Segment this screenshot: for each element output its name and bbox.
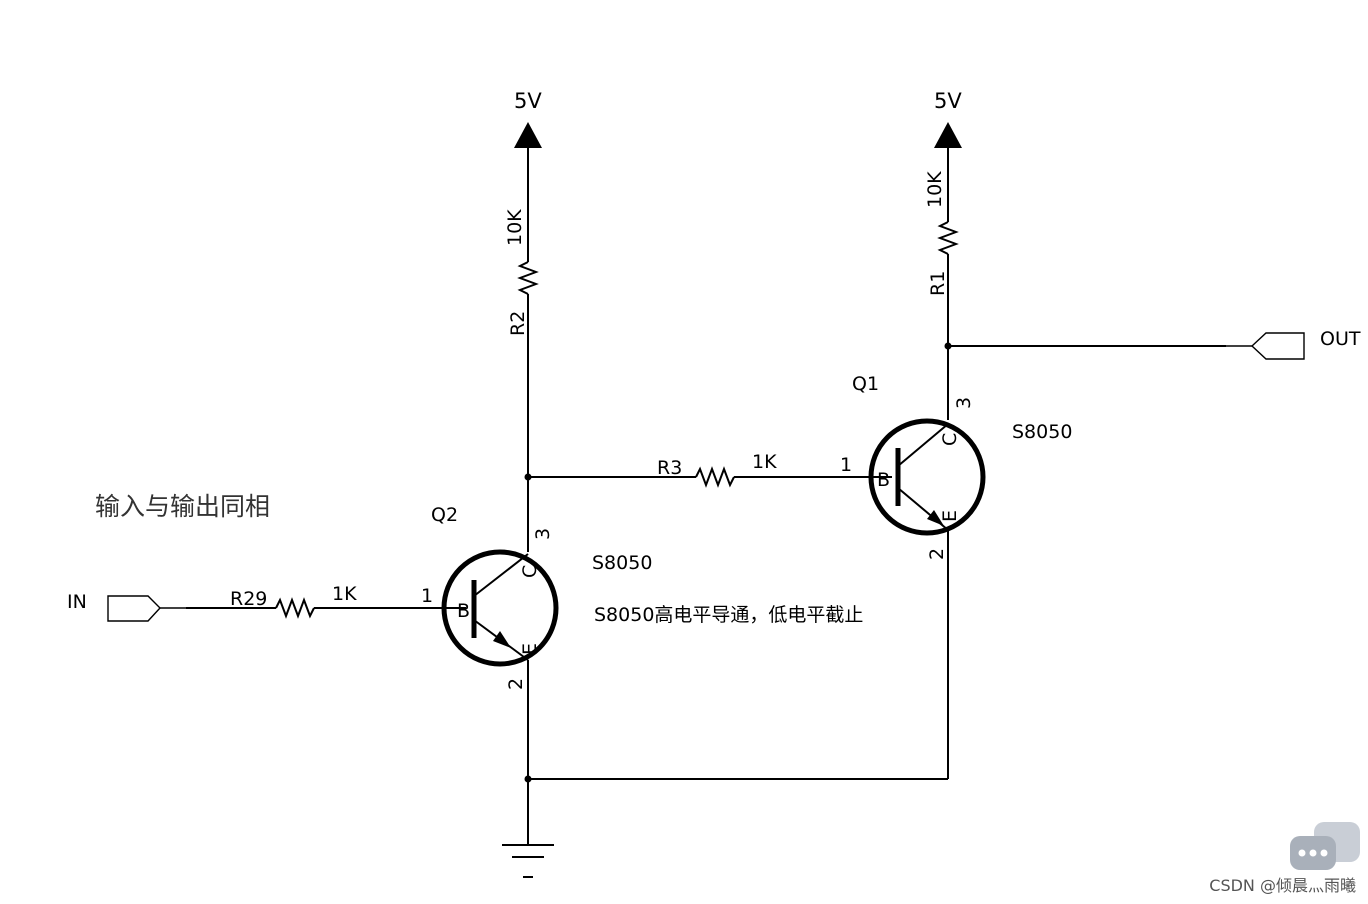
r29-ref: R29 <box>230 588 267 610</box>
resistor-r3 <box>695 466 735 488</box>
q1-e-letter: E <box>939 510 961 522</box>
q1-pin-b: 1 <box>840 454 852 476</box>
port-out-label: OUT <box>1320 328 1361 350</box>
q2-e-letter: E <box>519 643 541 655</box>
power-label-right: 5V <box>934 89 962 113</box>
resistor-r2 <box>517 261 539 295</box>
q1-collector-lead <box>897 423 949 467</box>
junction-gnd <box>524 775 532 783</box>
q1-pin-e: 2 <box>926 548 948 560</box>
resistor-r1 <box>937 221 959 255</box>
r1-ref: R1 <box>927 271 949 296</box>
power-label-left: 5V <box>514 89 542 113</box>
title-note: 输入与输出同相 <box>95 492 270 521</box>
chat-bubble-icon <box>1290 822 1360 870</box>
r2-ref: R2 <box>507 311 529 336</box>
q2-collector-lead <box>473 553 529 597</box>
q1-c-letter: C <box>939 433 961 446</box>
q2-b-letter: B <box>457 600 470 622</box>
r1-value: 10K <box>924 171 946 208</box>
q2-note: S8050高电平导通，低电平截止 <box>594 604 863 626</box>
r3-ref: R3 <box>657 457 682 479</box>
q1-part: S8050 <box>1012 421 1072 443</box>
q2-emitter-arrow <box>493 631 511 648</box>
power-arrow-left <box>514 122 542 148</box>
r3-value: 1K <box>752 451 777 473</box>
port-in-label: IN <box>67 591 87 613</box>
q2-ref: Q2 <box>431 504 458 526</box>
q2-pin-b: 1 <box>421 585 433 607</box>
q1-pin-c: 3 <box>953 397 975 409</box>
watermark-text: CSDN @倾晨灬雨曦 <box>1209 876 1356 895</box>
q2-pin-e: 2 <box>505 678 527 690</box>
q2-c-letter: C <box>519 565 541 578</box>
port-in-flag <box>107 595 161 622</box>
q1-emitter-arrow <box>927 510 944 526</box>
r29-value: 1K <box>332 583 357 605</box>
q1-body <box>868 418 986 536</box>
resistor-r29 <box>275 597 315 619</box>
q1-ref: Q1 <box>852 373 879 395</box>
q1-b-letter: B <box>877 469 890 491</box>
power-arrow-right <box>934 122 962 148</box>
r2-value: 10K <box>504 209 526 246</box>
q2-part: S8050 <box>592 552 652 574</box>
port-out-flag <box>1250 332 1305 360</box>
q2-pin-c: 3 <box>532 528 554 540</box>
